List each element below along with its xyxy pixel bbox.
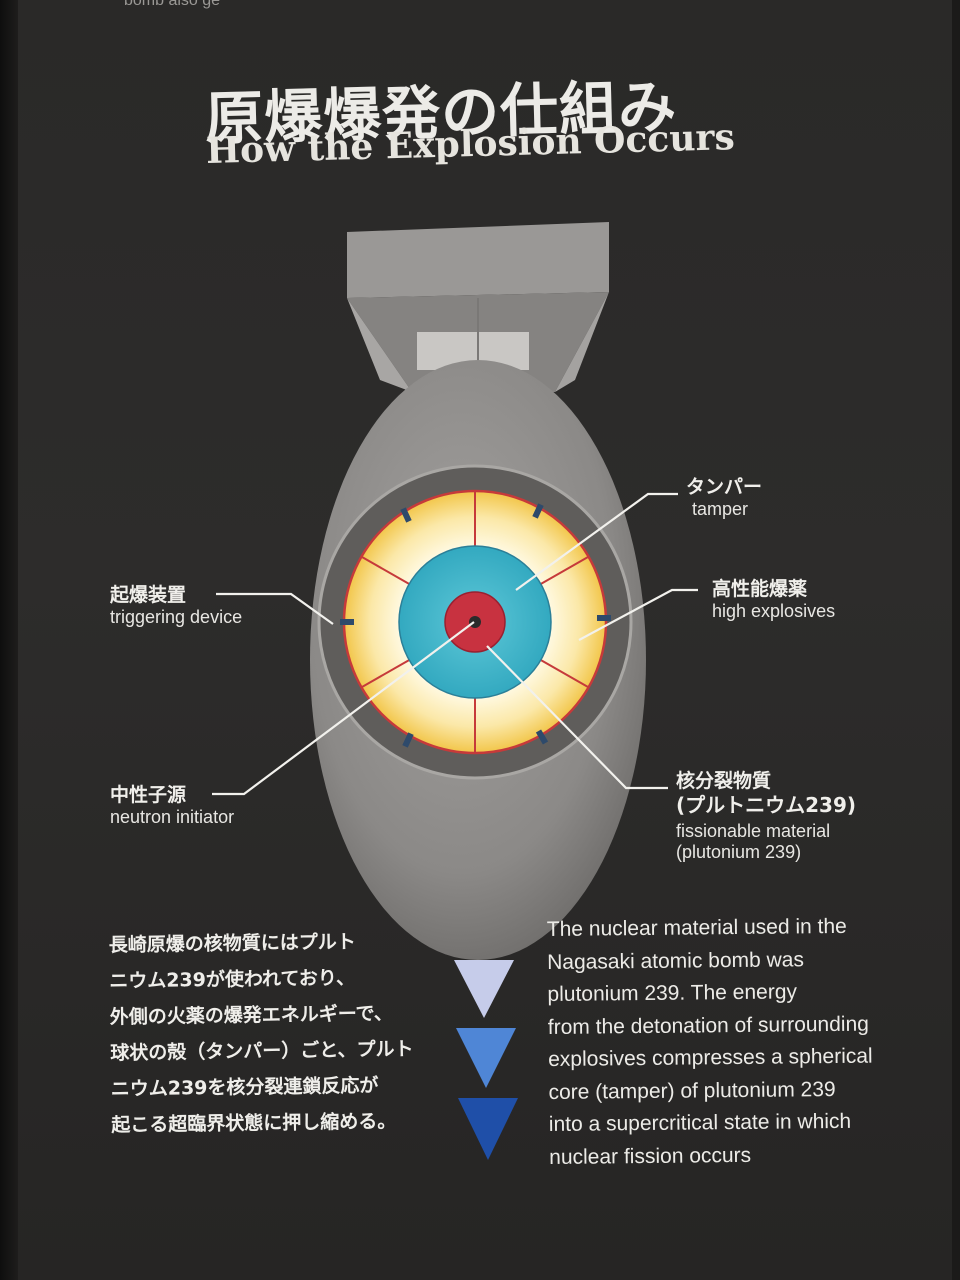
panel-edge [0, 0, 18, 1280]
leader-lines [212, 492, 698, 796]
neutron-initiator-dot [469, 616, 481, 628]
label-triggering-device: 起爆装置 triggering device [110, 584, 243, 627]
cut-off-text: bomb also ge [124, 0, 221, 9]
triangle-arrows [454, 960, 518, 1160]
arrow-light-icon [454, 960, 514, 1018]
tail-fin [347, 222, 609, 392]
arrow-dark-icon [458, 1098, 518, 1160]
description-japanese: 長崎原爆の核物質にはプルト ニウム239が使われており、 外側の火薬の爆発エネル… [108, 930, 414, 1137]
detonator-marks [340, 503, 611, 748]
arrow-mid-icon [456, 1028, 516, 1088]
description-english: The nuclear material used in the Nagasak… [546, 914, 873, 1169]
label-high-explosives: 高性能爆薬 high explosives [712, 578, 836, 621]
label-neutron-initiator: 中性子源 neutron initiator [110, 784, 235, 827]
label-tamper: タンパー tamper [686, 476, 763, 519]
label-fissionable-material: 核分裂物質 (プルトニウム239) fissionable material (… [676, 770, 857, 863]
